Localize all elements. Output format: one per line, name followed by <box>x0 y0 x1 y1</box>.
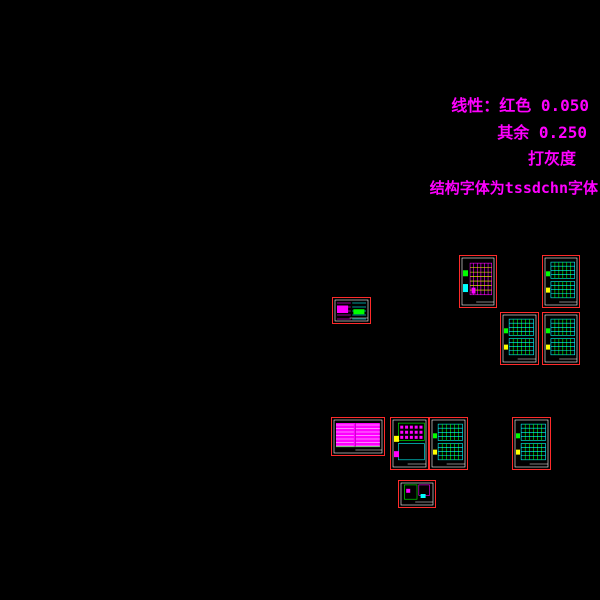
sheet-drawing <box>431 419 466 468</box>
sheet-drawing <box>514 419 549 468</box>
sheet-general-notes[interactable] <box>332 297 371 324</box>
annotation-font-note: 结构字体为tssdchn字体 <box>429 179 598 197</box>
sheet-drawing <box>544 257 578 306</box>
annotation-grayscale: 打灰度 <box>527 149 576 168</box>
sheet-plan-b[interactable] <box>542 255 580 308</box>
sheet-plan-d[interactable] <box>542 312 580 365</box>
sheet-foundation[interactable] <box>390 417 429 470</box>
sheet-drawing <box>502 314 537 363</box>
sheet-drawing <box>333 419 383 454</box>
annotation-line-weight-red: 线性：红色 0.050 <box>451 96 589 115</box>
sheet-schedule[interactable] <box>331 417 385 456</box>
sheet-plan-a[interactable] <box>459 255 497 308</box>
sheet-drawing <box>400 482 434 506</box>
annotation-line-weight-other: 其余 0.250 <box>497 123 587 142</box>
sheet-floor-1[interactable] <box>429 417 468 470</box>
sheet-drawing <box>461 257 495 306</box>
sheet-drawing <box>544 314 578 363</box>
sheet-drawing <box>392 419 427 468</box>
sheet-detail[interactable] <box>398 480 436 508</box>
sheet-drawing <box>334 299 369 322</box>
sheet-floor-2[interactable] <box>512 417 551 470</box>
sheet-plan-c[interactable] <box>500 312 539 365</box>
